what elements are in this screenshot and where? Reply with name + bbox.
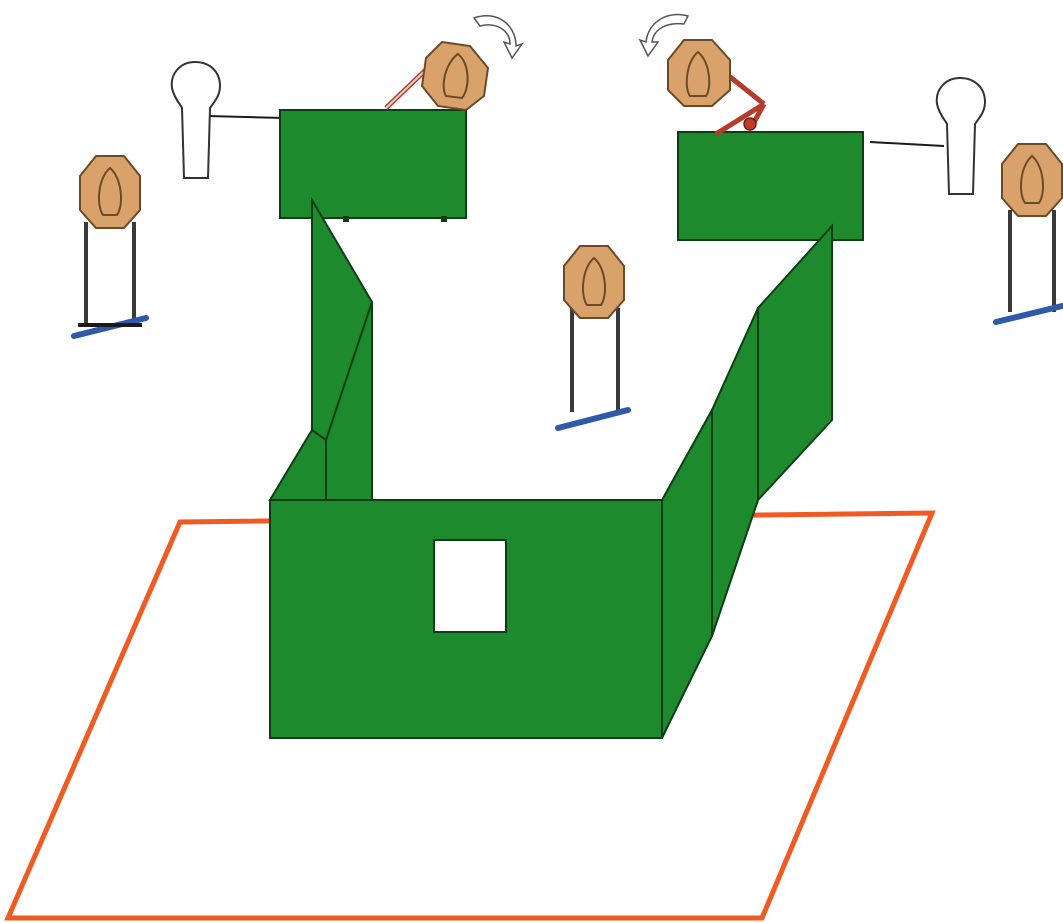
rotation-arrow-icon (472, 15, 524, 60)
steel-target (79, 155, 141, 229)
steel-target (667, 39, 731, 107)
static-target-center (555, 245, 631, 431)
swinging-target-right (638, 13, 767, 137)
steel-target (1001, 143, 1063, 217)
target-stand-base (993, 303, 1063, 325)
target-stand-base (555, 407, 631, 431)
static-target-left (71, 155, 149, 339)
no-shoot-target-right (869, 76, 987, 195)
steel-target (563, 245, 625, 319)
front-wall-with-window (269, 499, 663, 739)
rotation-arrow-icon (638, 13, 690, 58)
no-shoot-target-left (170, 60, 285, 179)
right-wall-panels (661, 223, 833, 739)
swinging-target-left (384, 15, 524, 112)
static-target-right (993, 143, 1063, 325)
left-rear-barricade (279, 109, 467, 222)
window-port (433, 539, 507, 633)
left-wall-panels (268, 196, 373, 503)
right-rear-barricade (677, 131, 864, 241)
steel-target (420, 40, 490, 112)
